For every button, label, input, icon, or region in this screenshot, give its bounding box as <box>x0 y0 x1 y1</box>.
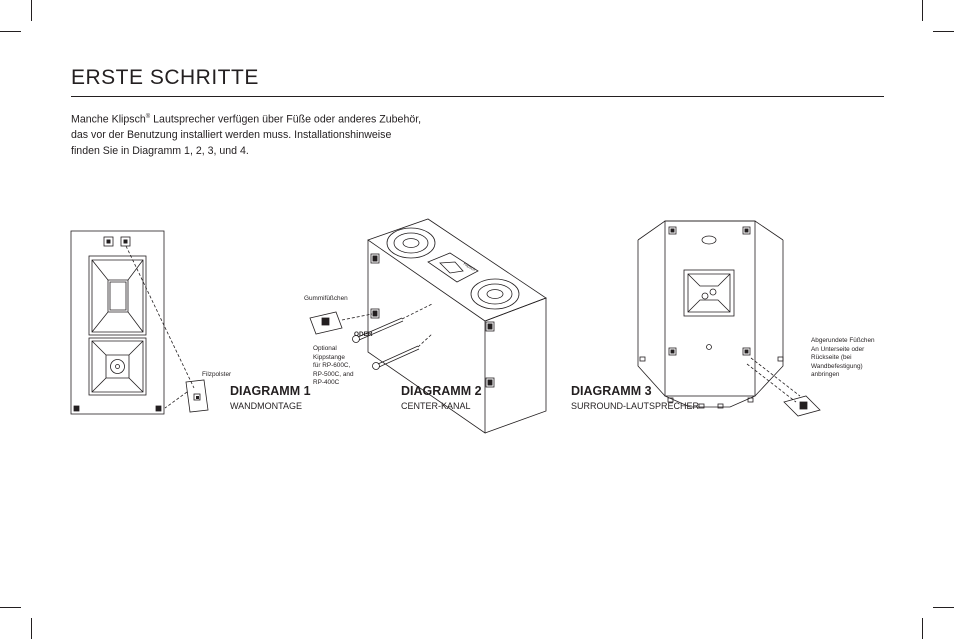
intro-line-1: Manche Klipsch® Lautsprecher verfügen üb… <box>71 113 422 126</box>
crop-mark <box>0 607 21 608</box>
callout-rounded-feet: Abgerundete Füßchen An Unterseite oder R… <box>811 337 875 379</box>
intro-line-3: finden Sie in Diagramm 1, 2, 3, und 4. <box>71 144 249 157</box>
diagram-3-title: DIAGRAMM 3 <box>571 384 652 398</box>
callout-or: ODER <box>354 331 373 338</box>
crop-mark <box>0 31 21 32</box>
callout-rubber-feet: Gummifüßchen <box>304 295 348 302</box>
diagram-1-title: DIAGRAMM 1 <box>230 384 311 398</box>
intro-text: Manche Klipsch® Lautsprecher verfügen üb… <box>71 110 431 159</box>
crop-mark <box>31 618 32 639</box>
diagram-2-subtitle: CENTER-KANAL <box>401 401 471 411</box>
crop-mark <box>922 618 923 639</box>
crop-mark <box>922 0 923 21</box>
crop-mark <box>31 0 32 21</box>
diagram-1-subtitle: WANDMONTAGE <box>230 401 302 411</box>
diagram-2-title: DIAGRAMM 2 <box>401 384 482 398</box>
diagram-3-subtitle: SURROUND-LAUTSPRECHER <box>571 401 700 411</box>
page-title: ERSTE SCHRITTE <box>71 66 259 89</box>
intro-line-2: das vor der Benutzung installiert werden… <box>71 129 392 142</box>
crop-mark <box>933 31 954 32</box>
crop-mark <box>933 607 954 608</box>
callout-felt-pad: Filzpolster <box>202 371 232 378</box>
callout-tilt-rod: Optional Kippstange für RP-600C, RP-500C… <box>313 345 354 387</box>
title-rule <box>71 96 884 97</box>
